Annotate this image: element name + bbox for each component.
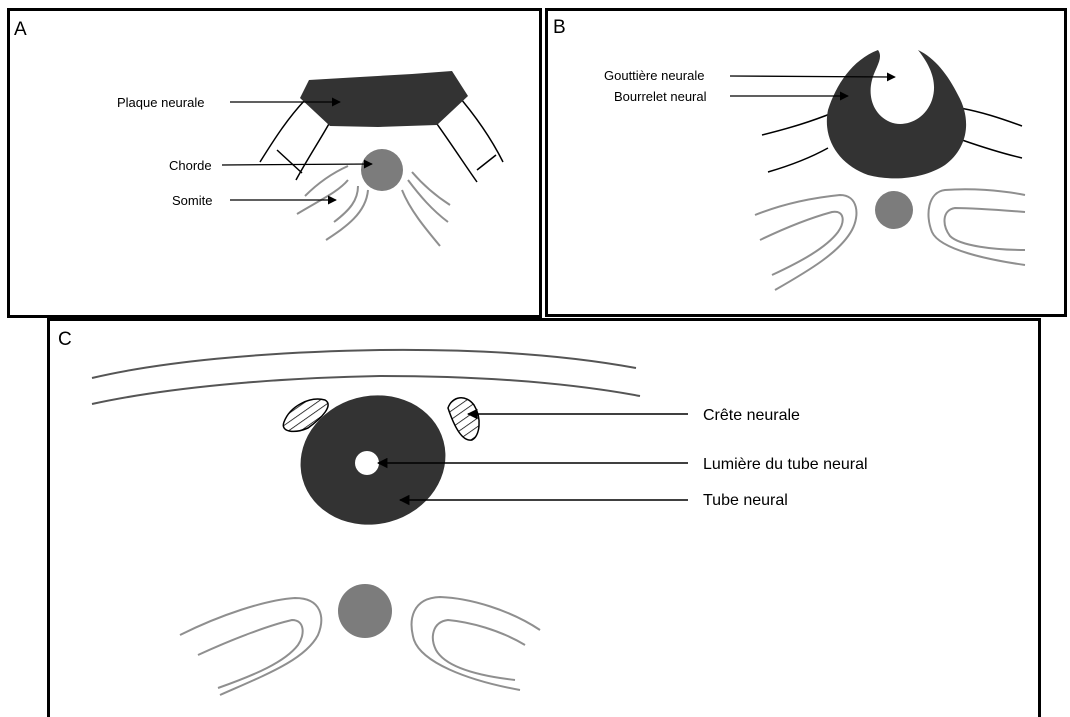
panel-c-drawing: Crête neurale Lumière du tube neural Tub…: [92, 350, 868, 695]
label-neural-fold: Bourrelet neural: [614, 89, 707, 104]
somite-b-left: [755, 195, 856, 290]
somite-right: [402, 172, 450, 246]
somite-c-left: [180, 598, 321, 695]
neural-plate-shape: [300, 71, 468, 127]
label-notochord-a: Chorde: [169, 158, 212, 173]
neural-tube-lumen-shape: [355, 451, 379, 475]
label-neural-tube: Tube neural: [703, 492, 788, 509]
ectoderm-right-inner: [437, 124, 477, 182]
ectoderm-b-right-outer: [960, 108, 1022, 126]
panel-a-drawing: Plaque neurale Chorde Somite: [117, 71, 503, 246]
somite-left: [297, 166, 368, 240]
ectoderm-right-outer: [455, 92, 503, 162]
notochord-a: [361, 149, 403, 191]
ectoderm-c-outer: [92, 350, 636, 378]
ectoderm-left-tick: [277, 150, 302, 173]
label-neural-plate: Plaque neurale: [117, 95, 204, 110]
ectoderm-right-tick: [477, 155, 496, 170]
ectoderm-b-right-inner: [962, 140, 1022, 158]
somite-b-right: [928, 189, 1025, 265]
label-neural-tube-lumen: Lumière du tube neural: [703, 456, 868, 473]
notochord-c: [338, 584, 392, 638]
ectoderm-b-left-inner: [768, 148, 828, 172]
neural-fold-shape: [827, 50, 966, 178]
neural-crest-right: [448, 398, 479, 440]
notochord-b: [875, 191, 913, 229]
label-neural-crest: Crête neurale: [703, 407, 800, 424]
arrow-notochord-a: [222, 164, 372, 165]
label-neural-groove: Gouttière neurale: [604, 68, 704, 83]
ectoderm-b-left-outer: [762, 112, 835, 135]
somite-c-right: [412, 597, 540, 690]
panel-b-drawing: Gouttière neurale Bourrelet neural: [604, 50, 1025, 290]
ectoderm-left-outer: [260, 100, 305, 162]
label-somite: Somite: [172, 193, 212, 208]
